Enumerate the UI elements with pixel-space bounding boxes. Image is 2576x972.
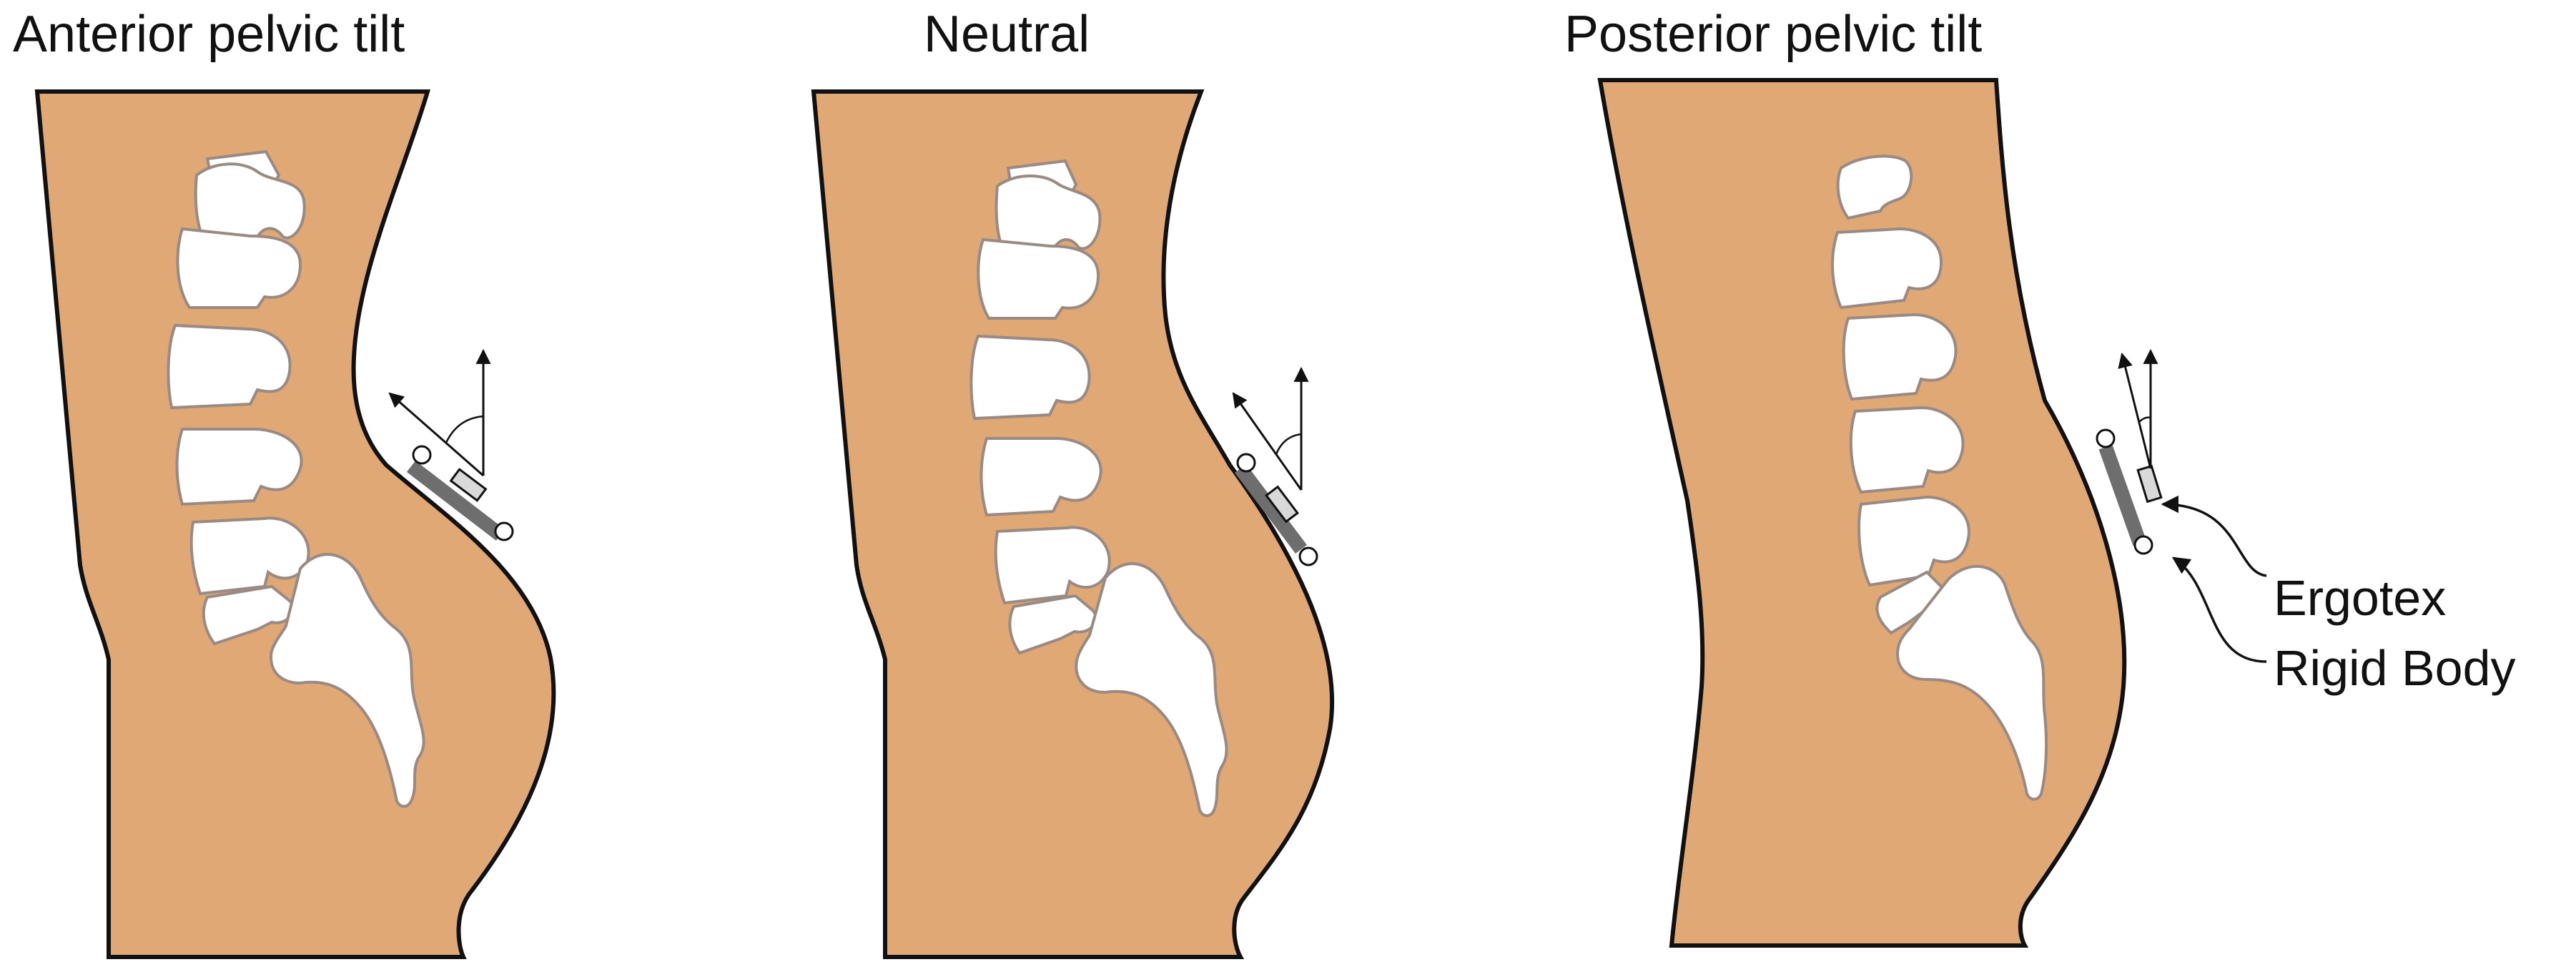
ergotex-label: Ergotex xyxy=(2274,570,2446,626)
panel-neutral: Neutral xyxy=(811,6,1335,959)
rigid-body-bar-anterior xyxy=(406,461,505,541)
panel-anterior: Anterior pelvic tilt xyxy=(13,6,556,959)
panel-title-posterior: Posterior pelvic tilt xyxy=(1564,6,1982,63)
ergotex-sensor-neutral xyxy=(1265,485,1299,524)
rigid-body-marker-bottom-posterior xyxy=(2133,535,2153,555)
panel-title-neutral: Neutral xyxy=(924,6,1090,63)
tilt-vector-arrow-posterior xyxy=(2118,352,2152,469)
panel-posterior: Posterior pelvic tilt Ergotex Rigid Body xyxy=(1564,6,2516,948)
spine-anterior xyxy=(167,149,425,808)
ergotex-sensor-anterior xyxy=(449,468,488,502)
sensor-posterior xyxy=(2096,348,2163,555)
rigid-body-label: Rigid Body xyxy=(2274,640,2516,696)
rigid-body-bar-neutral xyxy=(1235,463,1307,554)
rigid-body-marker-top-anterior xyxy=(412,445,432,465)
panel-title-anterior: Anterior pelvic tilt xyxy=(13,6,405,63)
sensor-anterior xyxy=(388,348,514,541)
rigid-body-marker-top-neutral xyxy=(1236,453,1256,473)
rigid-body-bar-posterior xyxy=(2098,444,2147,546)
tilt-angle-arc-neutral xyxy=(1275,433,1302,455)
tilt-angle-arc-posterior xyxy=(2138,416,2151,423)
ergotex-sensor-posterior xyxy=(2136,464,2163,504)
sensor-neutral xyxy=(1232,366,1318,566)
tilt-angle-arc-anterior xyxy=(445,415,484,443)
rigid-body-marker-bottom-neutral xyxy=(1298,546,1318,566)
tilt-vector-arrow-anterior xyxy=(388,392,484,477)
rigid-body-marker-top-posterior xyxy=(2096,428,2116,448)
spine-posterior xyxy=(1831,154,2048,801)
spine-neutral xyxy=(969,159,1228,818)
rigid-body-leader-arrow xyxy=(2171,556,2267,663)
tilt-vector-arrow-neutral xyxy=(1232,392,1303,491)
ergotex-leader-arrow xyxy=(2161,495,2267,577)
rigid-body-marker-bottom-anterior xyxy=(494,521,514,541)
